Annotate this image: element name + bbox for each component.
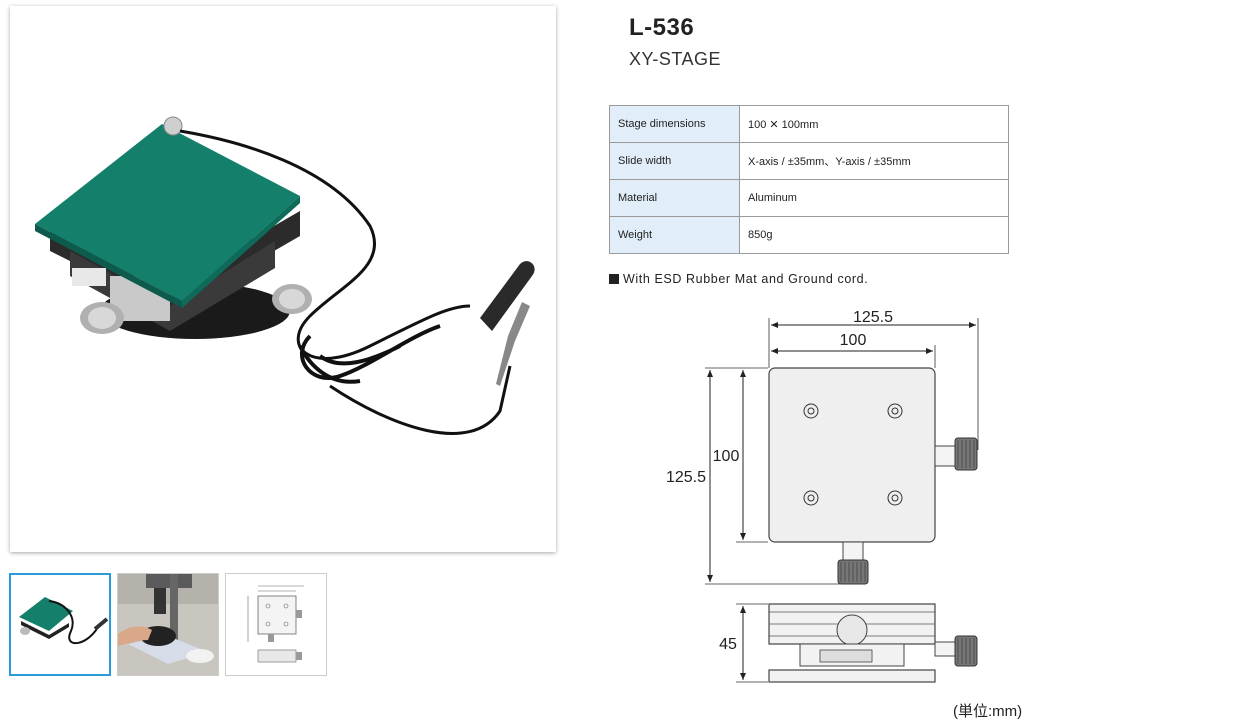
product-name: XY-STAGE	[629, 49, 722, 69]
accessory-note-text: With ESD Rubber Mat and Ground cord.	[623, 272, 869, 286]
accessory-note: With ESD Rubber Mat and Ground cord.	[609, 272, 868, 286]
spec-label: Weight	[609, 216, 740, 254]
dimension-drawing: 125.5 100 125.5 100 45	[666, 309, 979, 683]
main-product-image	[10, 6, 556, 552]
square-bullet-icon	[609, 274, 619, 284]
spec-value: X-axis / ±35mm、Y-axis / ±35mm	[739, 142, 1009, 180]
spec-label: Material	[609, 179, 740, 217]
spec-label: Stage dimensions	[609, 105, 740, 143]
thumbnail-dimension-drawing[interactable]	[225, 573, 327, 676]
spec-row: Material Aluminum	[609, 179, 1009, 217]
spec-row: Stage dimensions 100 ✕ 100mm	[609, 105, 1009, 143]
thumbnail-product-graphic	[19, 597, 109, 645]
spec-row: Weight 850g	[609, 216, 1009, 254]
thumbnail-usage-graphic	[118, 574, 218, 675]
spec-row: Slide width X-axis / ±35mm、Y-axis / ±35m…	[609, 142, 1009, 180]
thumbnail-strip	[9, 573, 327, 676]
unit-label: (単位:mm)	[953, 703, 1023, 720]
stage-top-view	[768, 367, 936, 543]
dim-height-label: 45	[719, 636, 737, 653]
spec-value: 850g	[739, 216, 1009, 254]
mounting-holes	[803, 403, 903, 506]
stage-side-view	[768, 603, 978, 683]
product-model: L-536	[629, 14, 695, 41]
thumbnail-drawing-graphic	[247, 585, 304, 663]
thumbnail-usage-photo[interactable]	[117, 573, 219, 676]
xy-stage-photo	[35, 116, 535, 435]
spec-label: Slide width	[609, 142, 740, 180]
spec-value: Aluminum	[739, 179, 1009, 217]
thumbnail-product-photo[interactable]	[9, 573, 111, 676]
spec-value: 100 ✕ 100mm	[739, 105, 1009, 143]
dim-top-inner-label: 100	[840, 332, 867, 349]
specs-table: Stage dimensions 100 ✕ 100mm Slide width…	[609, 105, 1009, 254]
dim-top-outer-label: 125.5	[853, 309, 893, 326]
dim-left-outer-label: 125.5	[666, 469, 706, 486]
dim-left-inner-label: 100	[713, 448, 740, 465]
